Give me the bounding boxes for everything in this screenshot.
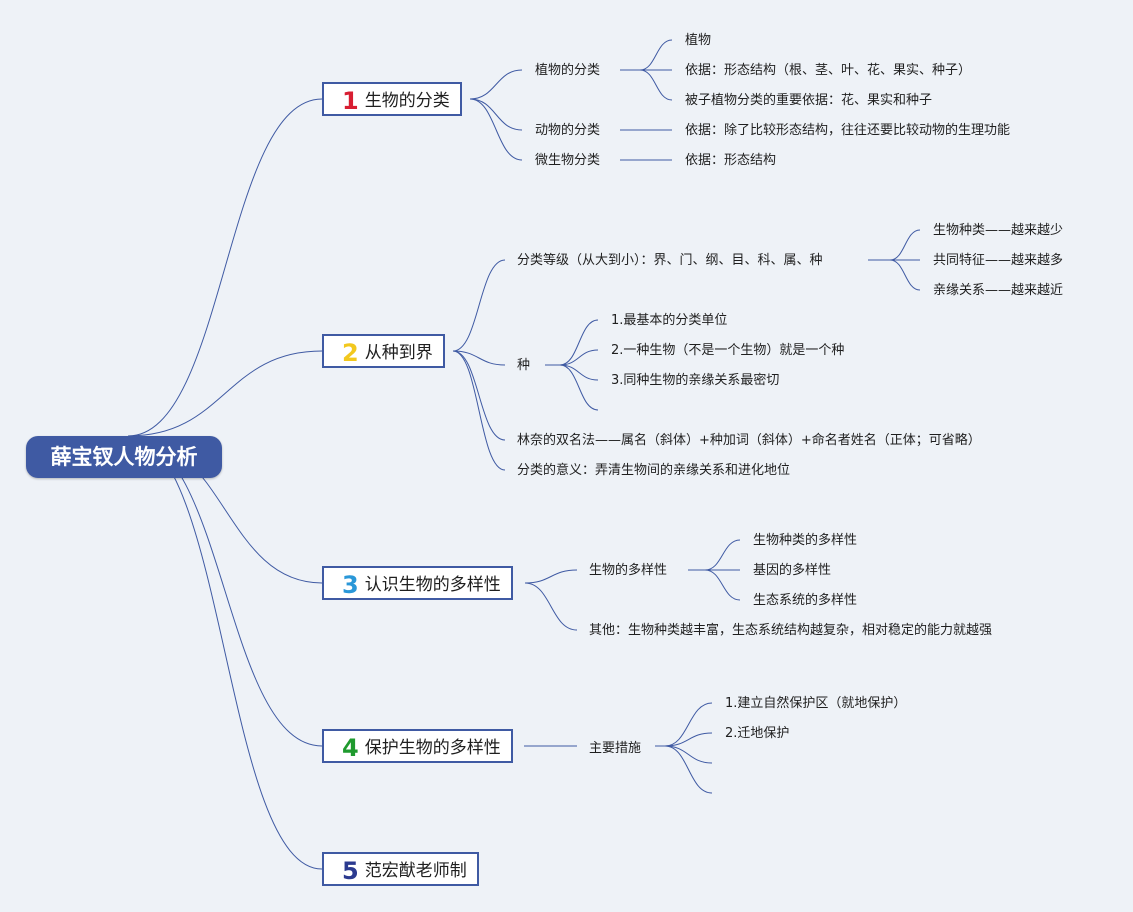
node-animal-classification[interactable]: 动物的分类 [535,123,601,138]
leaf-ex-situ[interactable]: 2.迁地保护 [725,726,790,741]
node-biodiversity[interactable]: 生物的多样性 [589,563,668,578]
b2-species-leaf-0 [559,319,599,366]
b2-rank-leaf-0 [889,229,921,261]
branch-2-label: 从种到界 [364,343,433,363]
node-main-measures[interactable]: 主要措施 [589,741,642,756]
b1-link-0 [469,69,523,100]
b2-species-leaf-1 [559,349,599,366]
node-plant-classification[interactable]: 植物的分类 [535,63,601,78]
leaf-species-2[interactable]: 2.一种生物（不是一个生物）就是一个种 [611,343,845,358]
b2-link-0 [452,259,506,352]
leaf-nature-reserve[interactable]: 1.建立自然保护区（就地保护） [725,696,907,711]
b1-plant-leaf-2 [639,69,673,101]
node-species[interactable]: 种 [517,358,531,373]
b1-link-1 [469,98,523,131]
b3-link-0 [524,569,578,584]
leaf-rank-species-count[interactable]: 生物种类——越来越少 [933,223,1064,238]
root-link-4 [127,435,323,747]
node-classification-ranks[interactable]: 分类等级（从大到小）：界、门、纲、目、科、属、种 [517,253,823,268]
leaf-species-1[interactable]: 1.最基本的分类单位 [611,313,728,328]
node-binomial-nomenclature[interactable]: 林奈的双名法——属名（斜体）+种加词（斜体）+命名者姓名（正体；可省略） [517,433,981,448]
branch-3-label: 认识生物的多样性 [364,575,501,595]
b2-rank-leaf-2 [889,259,921,291]
leaf-angiosperm-basis[interactable]: 被子植物分类的重要依据：花、果实和种子 [685,93,933,108]
leaf-plant-basis[interactable]: 依据：形态结构（根、茎、叶、花、果实、种子） [685,63,972,78]
root-link-2 [127,350,323,437]
leaf-gene-diversity[interactable]: 基因的多样性 [753,563,832,578]
leaf-species-3[interactable]: 3.同种生物的亲缘关系最密切 [611,373,780,388]
b3-link-1 [524,582,578,631]
node-other[interactable]: 其他：生物种类越丰富，生态系统结构越复杂，相对稳定的能力就越强 [589,623,993,638]
branch-1-label: 生物的分类 [364,91,450,111]
b3-leaf-0 [704,539,741,571]
badge-1: 1 [342,87,359,115]
leaf-rank-common-traits[interactable]: 共同特征——越来越多 [933,253,1064,268]
root-link-5 [127,435,323,870]
b2-link-1 [452,350,506,366]
b1-plant-leaf-0 [639,39,673,71]
leaf-plant[interactable]: 植物 [685,33,712,48]
badge-5: 5 [342,857,359,885]
branch-5-label: 范宏猷老师制 [364,861,467,881]
leaf-species-diversity[interactable]: 生物种类的多样性 [753,533,858,548]
root-topic[interactable]: 薛宝钗人物分析 [26,436,222,478]
leaf-microbe-basis[interactable]: 依据：形态结构 [685,153,777,168]
badge-2: 2 [342,339,359,367]
b4-leaf-0 [664,702,713,747]
branch-4-label: 保护生物的多样性 [364,738,501,758]
b4-leaf-1 [664,732,713,747]
root-link-1 [127,98,323,437]
b4-leaf-2 [664,745,713,764]
b2-link-3 [452,350,506,471]
b1-link-2 [469,98,523,161]
node-microbe-classification[interactable]: 微生物分类 [535,153,601,168]
b2-species-leaf-2 [559,364,599,381]
node-classification-meaning[interactable]: 分类的意义：弄清生物间的亲缘关系和进化地位 [517,463,791,478]
leaf-animal-basis[interactable]: 依据：除了比较形态结构，往往还要比较动物的生理功能 [685,123,1011,138]
badge-4: 4 [342,734,359,762]
badge-3: 3 [342,571,359,599]
leaf-ecosystem-diversity[interactable]: 生态系统的多样性 [753,593,858,608]
b3-leaf-2 [704,569,741,601]
b2-species-leaf-3 [559,364,599,411]
leaf-rank-relationship[interactable]: 亲缘关系——越来越近 [933,283,1064,298]
b4-leaf-3 [664,745,713,794]
